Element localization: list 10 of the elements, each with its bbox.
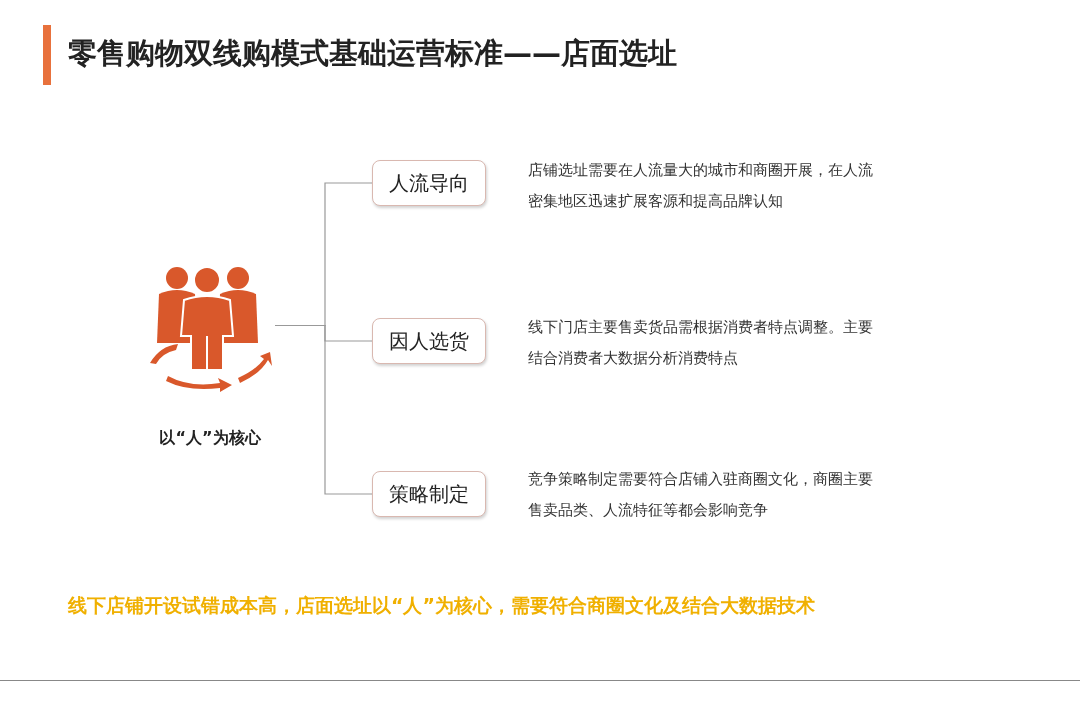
process-box: 人流导向: [372, 160, 486, 206]
description-text: 竞争策略制定需要符合店铺入驻商圈文化，商圈主要售卖品类、人流特征等都会影响竞争: [528, 469, 873, 521]
process-box: 策略制定: [372, 471, 486, 517]
node-label: 以“人”为核心: [158, 428, 262, 449]
summary-text: 线下店铺开设试错成本高，店面选址以“人”为核心，需要符合商圈文化及结合大数据技术: [68, 593, 815, 618]
connector-line: [274, 324, 373, 495]
description-text: 线下门店主要售卖货品需根据消费者特点调整。主要结合消费者大数据分析消费特点: [528, 317, 873, 369]
title: 零售购物双线购模式基础运营标准——店面选址: [68, 35, 677, 72]
description-text: 店铺选址需要在人流量大的城市和商圈开展，在人流密集地区迅速扩展客源和提高品牌认知: [528, 160, 873, 212]
process-box: 因人选货: [372, 318, 486, 364]
